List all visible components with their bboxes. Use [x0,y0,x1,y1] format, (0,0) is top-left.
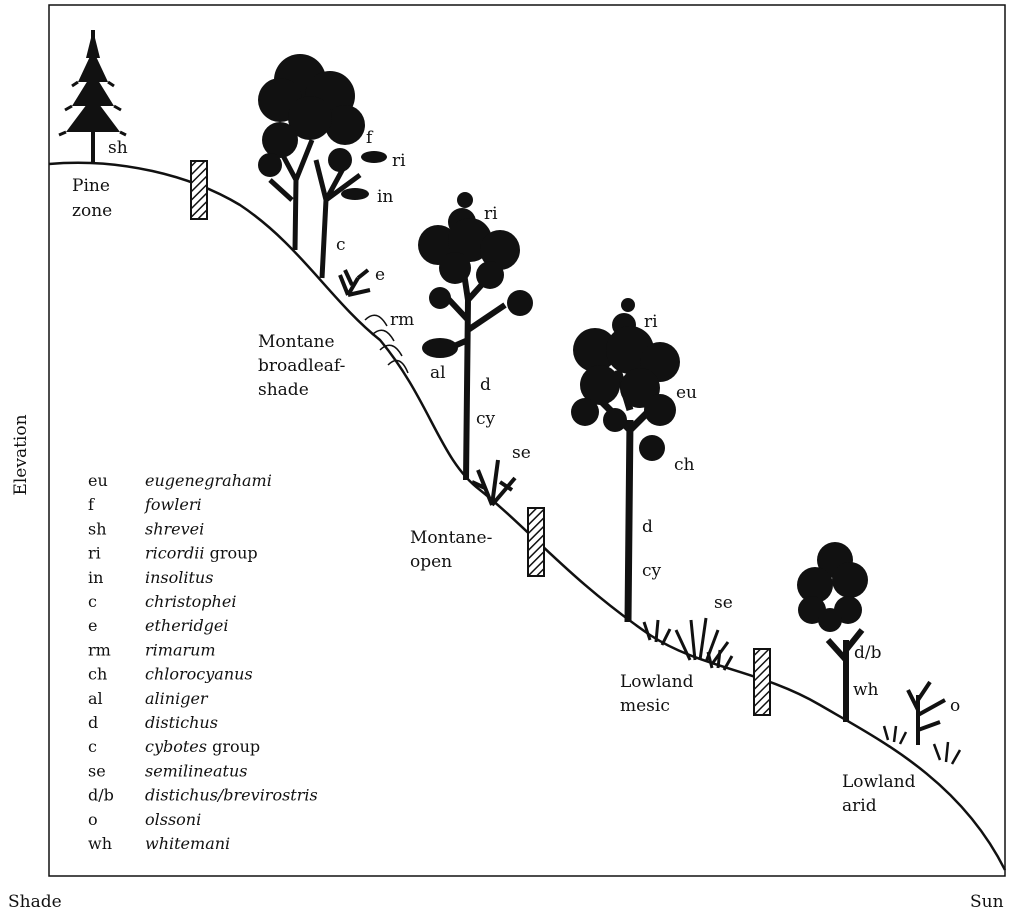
species-label: rm [390,310,414,330]
grass-tuft-icon [882,725,962,765]
legend-species-name: shrevei [145,519,204,538]
svg-text:mesic: mesic [620,696,670,716]
legend-code: c [88,737,97,756]
legend-species-name: etheridgei [145,616,229,635]
shrub-icon [471,459,517,507]
svg-text:open: open [410,552,452,572]
legend-code: e [88,616,97,635]
legend-species-name: ricordii group [145,544,258,563]
species-label: se [714,593,733,613]
zone-boundary-marker [527,507,545,577]
svg-text:Lowland: Lowland [842,772,916,792]
species-label: eu [676,383,697,403]
species-label: se [512,443,531,463]
species-label: wh [853,680,879,700]
species-label: d [480,375,491,395]
species-label: e [375,265,385,285]
legend-code: wh [88,834,112,853]
species-label: cy [476,409,496,429]
broadleaf-tree-icon [571,298,680,623]
svg-text:shade: shade [258,380,309,400]
species-label: f [366,128,374,148]
species-label: ri [644,312,658,332]
zone-label-montane-broadleaf: Montane broadleaf- shade [258,332,345,400]
shrub-icon [906,680,946,745]
legend-code: c [88,592,97,611]
legend-species-name: cybotes group [145,737,260,756]
legend-species-name: whitemani [145,834,230,853]
species-label: al [430,363,446,383]
legend-species-name: aliniger [145,689,209,708]
svg-text:Montane: Montane [258,332,335,352]
legend-code: d [88,713,98,732]
svg-text:broadleaf-: broadleaf- [258,356,345,376]
legend-code: sh [88,519,107,538]
svg-text:Pine: Pine [72,176,110,196]
zone-label-montane-open: Montane- open [410,528,492,572]
legend-code: o [88,810,98,829]
legend-species-name: eugenegrahami [145,471,272,490]
legend-code: in [88,568,103,587]
legend-code: ch [88,665,107,684]
legend-species-name: chlorocyanus [145,665,253,684]
species-label: c [336,235,346,255]
broadleaf-tree-icon [258,54,387,279]
legend-species-name: olssoni [145,810,201,829]
diagram-frame [48,4,1006,877]
species-label: cy [642,561,662,581]
legend-species-name: semilineatus [145,761,247,780]
rock-bumps-icon [364,314,409,374]
y-axis-label: Elevation [11,414,31,495]
svg-text:zone: zone [72,201,112,221]
legend-species-name: distichus/brevirostris [145,786,318,805]
shrub-icon [338,268,371,297]
legend-code: f [88,495,95,514]
zone-label-lowland-arid: Lowland arid [842,772,916,816]
svg-text:Montane-: Montane- [410,528,492,548]
legend-species-name: fowleri [144,495,202,514]
legend: eu eugenegrahami f fowleri sh shrevei ri ricord… [88,471,318,853]
elevation-slope-curve [48,161,1007,871]
svg-text:arid: arid [842,796,877,816]
species-label: ch [674,455,695,475]
species-label: ri [392,151,406,171]
species-label: d/b [854,643,882,663]
legend-code: eu [88,471,108,490]
legend-species-name: christophei [145,592,236,611]
x-axis-right-label: Sun [970,892,1004,912]
x-axis-left-label: Shade [8,892,62,912]
species-label: sh [108,138,128,158]
legend-code: d/b [88,786,114,805]
zone-label-pine: Pine zone [72,176,112,221]
broadleaf-tree-icon [418,192,533,481]
species-label: o [950,696,960,716]
grass-tuft-icon [642,617,734,671]
pine-tree-icon [58,30,127,164]
legend-code: se [88,761,106,780]
svg-text:Lowland: Lowland [620,672,694,692]
legend-species-name: rimarum [145,640,216,659]
zone-boundary-marker [190,160,208,220]
broadleaf-tree-icon [797,542,868,722]
species-label: ri [484,204,498,224]
legend-species-name: distichus [145,713,218,732]
species-label: d [642,517,653,537]
legend-species-name: insolitus [145,568,213,587]
legend-code: al [88,689,103,708]
legend-code: ri [88,544,101,563]
legend-code: rm [88,640,111,659]
zone-label-lowland-mesic: Lowland mesic [620,672,694,716]
species-label: in [377,187,393,207]
zone-boundary-marker [753,648,771,716]
